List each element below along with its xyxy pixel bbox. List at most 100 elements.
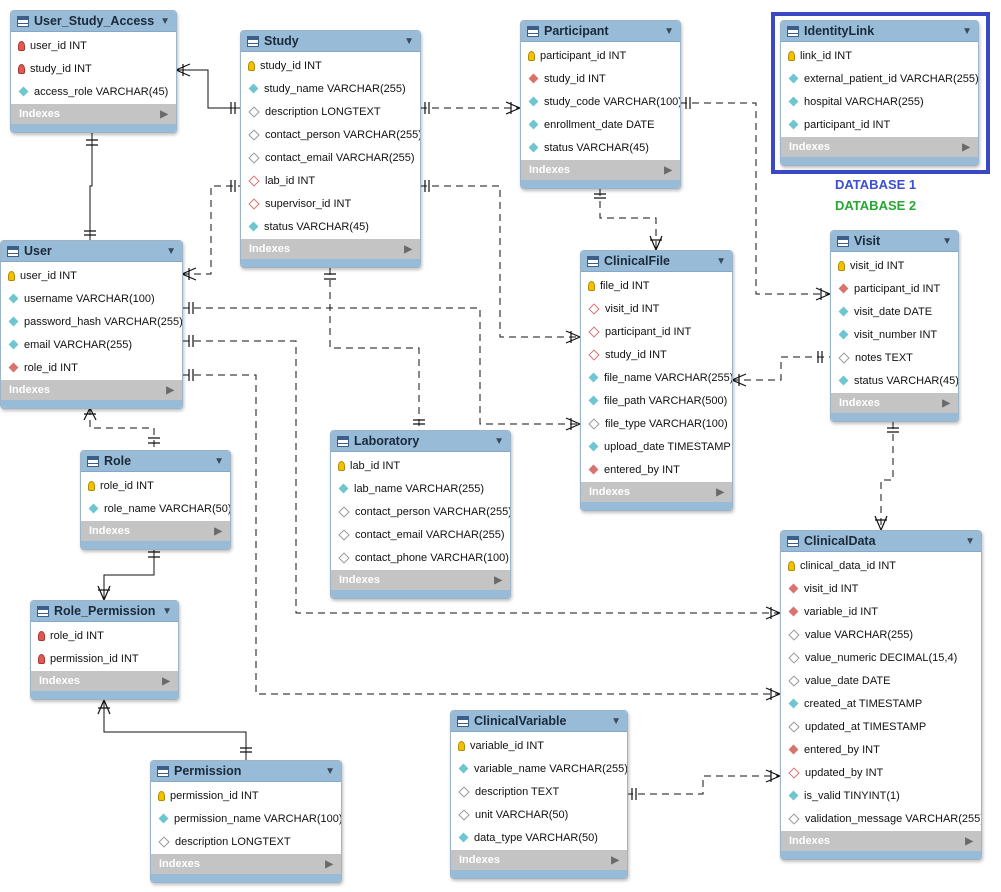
column-row[interactable]: file_id INT [581, 274, 732, 297]
column-row[interactable]: created_at TIMESTAMP [781, 692, 981, 715]
column-row[interactable]: entered_by INT [781, 738, 981, 761]
column-row[interactable]: status VARCHAR(45) [521, 136, 680, 159]
expand-arrow-icon[interactable]: ▶ [664, 164, 672, 176]
column-row[interactable]: value_numeric DECIMAL(15,4) [781, 646, 981, 669]
column-row[interactable]: role_id INT [1, 356, 182, 379]
column-row[interactable]: file_name VARCHAR(255) [581, 366, 732, 389]
expand-arrow-icon[interactable]: ▶ [166, 384, 174, 396]
collapse-arrow-icon[interactable]: ▼ [664, 25, 674, 37]
table-header[interactable]: ClinicalData▼ [781, 531, 981, 552]
column-row[interactable]: visit_id INT [831, 254, 958, 277]
column-row[interactable]: study_id INT [521, 67, 680, 90]
collapse-arrow-icon[interactable]: ▼ [494, 435, 504, 447]
column-row[interactable]: lab_name VARCHAR(255) [331, 477, 510, 500]
table-header[interactable]: Laboratory▼ [331, 431, 510, 452]
column-row[interactable]: file_path VARCHAR(500) [581, 389, 732, 412]
indexes-section[interactable]: Indexes▶ [521, 160, 680, 180]
column-row[interactable]: external_patient_id VARCHAR(255) [781, 67, 978, 90]
column-row[interactable]: study_id INT [581, 343, 732, 366]
column-row[interactable]: description LONGTEXT [241, 100, 420, 123]
column-row[interactable]: email VARCHAR(255) [1, 333, 182, 356]
expand-arrow-icon[interactable]: ▶ [962, 141, 970, 153]
collapse-arrow-icon[interactable]: ▼ [325, 765, 335, 777]
column-row[interactable]: permission_id INT [31, 647, 178, 670]
column-row[interactable]: study_id INT [241, 54, 420, 77]
column-row[interactable]: study_name VARCHAR(255) [241, 77, 420, 100]
collapse-arrow-icon[interactable]: ▼ [160, 15, 170, 27]
column-row[interactable]: notes TEXT [831, 346, 958, 369]
expand-arrow-icon[interactable]: ▶ [325, 858, 333, 870]
collapse-arrow-icon[interactable]: ▼ [716, 255, 726, 267]
expand-arrow-icon[interactable]: ▶ [162, 675, 170, 687]
indexes-section[interactable]: Indexes▶ [81, 521, 230, 541]
column-row[interactable]: user_id INT [1, 264, 182, 287]
indexes-section[interactable]: Indexes▶ [331, 570, 510, 590]
column-row[interactable]: validation_message VARCHAR(255) [781, 807, 981, 830]
column-row[interactable]: supervisor_id INT [241, 192, 420, 215]
table-header[interactable]: Participant▼ [521, 21, 680, 42]
column-row[interactable]: visit_id INT [781, 577, 981, 600]
column-row[interactable]: lab_id INT [331, 454, 510, 477]
column-row[interactable]: clinical_data_id INT [781, 554, 981, 577]
column-row[interactable]: value VARCHAR(255) [781, 623, 981, 646]
expand-arrow-icon[interactable]: ▶ [716, 486, 724, 498]
indexes-section[interactable]: Indexes▶ [781, 831, 981, 851]
indexes-section[interactable]: Indexes▶ [151, 854, 341, 874]
table-header[interactable]: IdentityLink▼ [781, 21, 978, 42]
column-row[interactable]: upload_date TIMESTAMP [581, 435, 732, 458]
expand-arrow-icon[interactable]: ▶ [214, 525, 222, 537]
table-header[interactable]: ClinicalFile▼ [581, 251, 732, 272]
column-row[interactable]: study_code VARCHAR(100) [521, 90, 680, 113]
indexes-section[interactable]: Indexes▶ [31, 671, 178, 691]
indexes-section[interactable]: Indexes▶ [451, 850, 627, 870]
column-row[interactable]: file_type VARCHAR(100) [581, 412, 732, 435]
collapse-arrow-icon[interactable]: ▼ [162, 605, 172, 617]
column-row[interactable]: visit_number INT [831, 323, 958, 346]
column-row[interactable]: variable_id INT [451, 734, 627, 757]
column-row[interactable]: hospital VARCHAR(255) [781, 90, 978, 113]
column-row[interactable]: visit_date DATE [831, 300, 958, 323]
column-row[interactable]: description TEXT [451, 780, 627, 803]
column-row[interactable]: contact_email VARCHAR(255) [331, 523, 510, 546]
table-header[interactable]: User_Study_Access▼ [11, 11, 176, 32]
collapse-arrow-icon[interactable]: ▼ [942, 235, 952, 247]
column-row[interactable]: status VARCHAR(45) [831, 369, 958, 392]
column-row[interactable]: permission_name VARCHAR(100) [151, 807, 341, 830]
column-row[interactable]: role_id INT [31, 624, 178, 647]
table-header[interactable]: Study▼ [241, 31, 420, 52]
column-row[interactable]: value_date DATE [781, 669, 981, 692]
column-row[interactable]: variable_name VARCHAR(255) [451, 757, 627, 780]
column-row[interactable]: link_id INT [781, 44, 978, 67]
expand-arrow-icon[interactable]: ▶ [611, 854, 619, 866]
collapse-arrow-icon[interactable]: ▼ [962, 25, 972, 37]
column-row[interactable]: permission_id INT [151, 784, 341, 807]
column-row[interactable]: contact_email VARCHAR(255) [241, 146, 420, 169]
indexes-section[interactable]: Indexes▶ [11, 104, 176, 124]
expand-arrow-icon[interactable]: ▶ [160, 108, 168, 120]
indexes-section[interactable]: Indexes▶ [581, 482, 732, 502]
column-row[interactable]: variable_id INT [781, 600, 981, 623]
collapse-arrow-icon[interactable]: ▼ [166, 245, 176, 257]
column-row[interactable]: participant_id INT [581, 320, 732, 343]
expand-arrow-icon[interactable]: ▶ [494, 574, 502, 586]
column-row[interactable]: description LONGTEXT [151, 830, 341, 853]
expand-arrow-icon[interactable]: ▶ [942, 397, 950, 409]
column-row[interactable]: contact_phone VARCHAR(100) [331, 546, 510, 569]
column-row[interactable]: status VARCHAR(45) [241, 215, 420, 238]
column-row[interactable]: is_valid TINYINT(1) [781, 784, 981, 807]
column-row[interactable]: password_hash VARCHAR(255) [1, 310, 182, 333]
column-row[interactable]: contact_person VARCHAR(255) [331, 500, 510, 523]
table-header[interactable]: Visit▼ [831, 231, 958, 252]
column-row[interactable]: visit_id INT [581, 297, 732, 320]
collapse-arrow-icon[interactable]: ▼ [965, 535, 975, 547]
expand-arrow-icon[interactable]: ▶ [965, 835, 973, 847]
